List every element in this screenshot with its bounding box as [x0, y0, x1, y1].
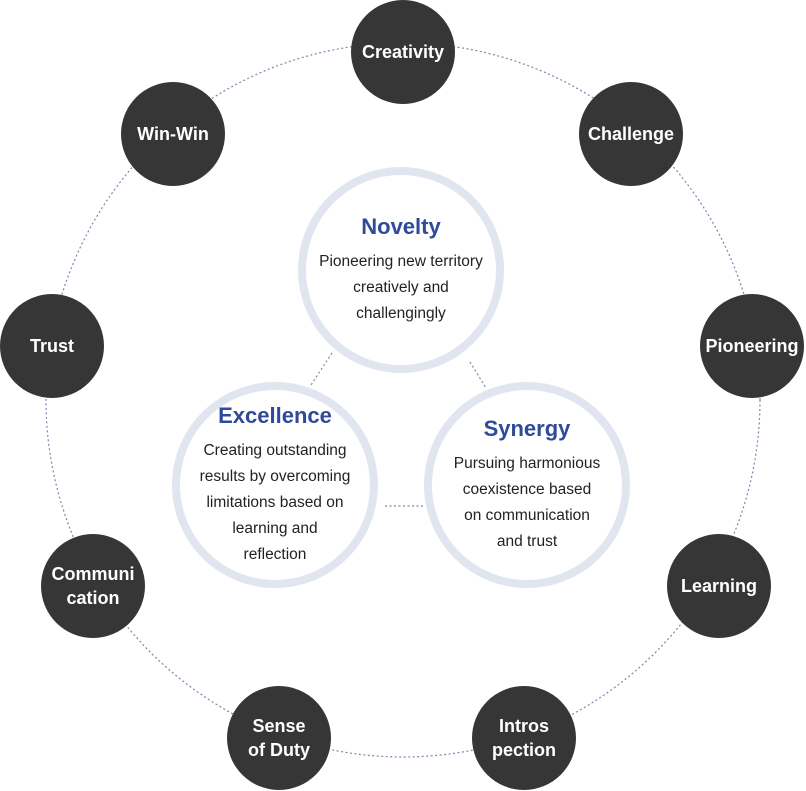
value-label: Pioneering [705, 336, 799, 356]
value-label: Creativity [361, 42, 445, 62]
core-value-description: Creating outstanding results by overcomi… [199, 442, 351, 563]
core-value-title: Novelty [361, 214, 441, 239]
core-value-description: Pioneering new territory creatively and … [319, 253, 483, 322]
value-circle-trust: Trust [0, 294, 104, 398]
value-label: Learning [680, 576, 757, 596]
value-circle-challenge: Challenge [579, 82, 683, 186]
outer-ring-line [45, 42, 761, 758]
value-label: Challenge [587, 124, 675, 144]
value-circle-communication: Communi cation [41, 534, 145, 638]
value-label: Win-Win [137, 124, 209, 144]
value-label: Sense of Duty [248, 716, 310, 760]
value-circle-pioneering: Pioneering [700, 294, 804, 398]
core-value-excellence: Excellence Creating outstanding results … [172, 382, 378, 588]
value-circle-introspection: Intros pection [472, 686, 576, 790]
value-circle-sense-of-duty: Sense of Duty [227, 686, 331, 790]
novelty-excellence-connector [310, 352, 333, 386]
value-label: Trust [29, 336, 74, 356]
value-circle-win-win: Win-Win [121, 82, 225, 186]
novelty-synergy-connector [469, 361, 487, 389]
core-value-title: Synergy [483, 416, 571, 441]
value-circle-creativity: Creativity [351, 0, 455, 104]
core-value-description: Pursuing harmonious coexistence based on… [453, 455, 601, 550]
core-value-title: Excellence [218, 403, 332, 428]
core-value-synergy: Synergy Pursuing harmonious coexistence … [424, 382, 630, 588]
core-value-novelty: Novelty Pioneering new territory creativ… [298, 167, 504, 373]
value-label: Intros pection [491, 716, 556, 760]
value-label: Communi cation [51, 564, 135, 608]
value-circle-learning: Learning [667, 534, 771, 638]
